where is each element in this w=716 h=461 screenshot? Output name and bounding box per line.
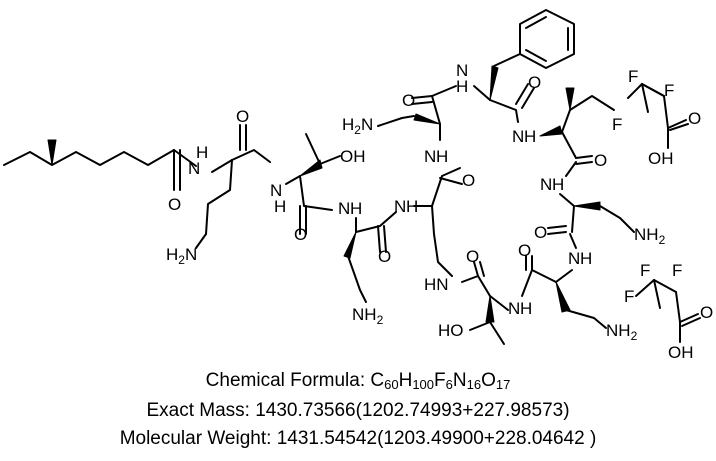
amide-h-2: H [274,197,286,216]
dab-residue-4 [377,85,457,141]
amide-h-7: H [524,127,536,146]
amide-nh-9: N [568,249,580,268]
amide-nh-10: N [508,299,520,318]
amide-nh-5: N [424,147,436,166]
lipid-tail [3,139,197,191]
carbonyl-o-7: O [594,151,607,170]
tfa-1-o: O [688,109,701,128]
dab-residue-1 [195,124,271,249]
molecular-weight-value: 1431.54542(1203.49900+228.04642 ) [276,428,597,449]
carbonyl-o-10: O [466,247,479,266]
tfa-2-f-c: F [672,261,682,280]
carbonyl-o-9: O [518,241,531,260]
carbonyl-o-3: O [378,247,391,266]
tfa-1-f-b: F [612,115,622,134]
formula-label: Chemical Formula: [205,370,371,391]
thr-residue-2 [461,261,509,345]
exact-mass: Exact Mass: 1430.73566(1202.74993+227.98… [0,400,716,422]
thr-residue-1 [285,133,341,235]
side-nh2-2: NH2 [352,305,384,327]
dab-residue-2 [343,211,397,303]
amide-h-9: H [580,249,592,268]
side-nh2-3: H2N [342,115,373,137]
carbonyl-o-2: O [294,225,307,244]
amide-h-6: H [456,77,468,96]
formula-h: H100 [398,370,435,392]
molecular-weight: Molecular Weight: 1431.54542(1203.49900+… [0,428,716,450]
carbonyl-o-6: O [528,73,541,92]
amide-h-10: H [520,299,532,318]
amide-h-3: H [350,199,362,218]
formula-c: C60 [370,370,399,392]
side-nh2-1: H2N [166,245,197,267]
formula-o: O17 [481,370,511,392]
tfa-2-oh: OH [668,343,694,362]
amide-h-5: H [436,147,448,166]
amide-h-4: H [406,197,418,216]
phenyl-ring [519,9,575,69]
amide-nh-6: N [456,61,468,80]
carbonyl-o-8: O [534,223,547,242]
amide-nh-2: N [270,181,282,200]
amide-nh-3: N [338,199,350,218]
tfa-2 [635,279,701,343]
amide-nh-8: N [540,175,552,194]
tfa-2-o: O [700,303,713,322]
tfa-1-oh: OH [648,149,674,168]
side-nh2-4: NH2 [634,225,666,247]
side-nh2-5: NH2 [606,321,638,343]
phe-residue [473,9,575,123]
amide-hn-11: HN [424,275,449,294]
amide-nh-1: N [188,159,200,178]
carbonyl-o-lipid: O [168,195,181,214]
carbonyl-o-5: O [402,91,415,110]
tfa-2-f-b: F [624,287,634,306]
amide-nh-7: N [512,127,524,146]
tfa-1-f-c: F [664,81,674,100]
side-oh-1: OH [340,147,366,166]
carbonyl-o-1: O [236,107,249,126]
dab-residue-6 [521,255,607,329]
formula-n: N16 [452,370,482,392]
chemical-structure: O N H O H2N N H OH O N H O NH2 N H [3,9,713,362]
exact-mass-value: 1430.73566(1202.74993+227.98573) [255,400,570,421]
dab-residue-5 [547,193,635,249]
carbonyl-o-4: O [462,171,475,190]
molecular-weight-label: Molecular Weight: [119,428,277,449]
tfa-1-f-a: F [628,67,638,86]
ile-residue [539,87,615,177]
amide-h-8: H [552,175,564,194]
amide-h-1: H [196,143,208,162]
exact-mass-label: Exact Mass: [146,400,256,421]
dab-residue-3 [413,167,463,277]
chemical-formula: Chemical Formula: C60H100F6N16O17 [0,370,716,392]
side-ho-2: HO [438,321,464,340]
amide-nh-4: N [394,197,406,216]
tfa-2-f-a: F [640,261,650,280]
formula-f: F6 [434,370,453,392]
tfa-1 [627,83,689,149]
